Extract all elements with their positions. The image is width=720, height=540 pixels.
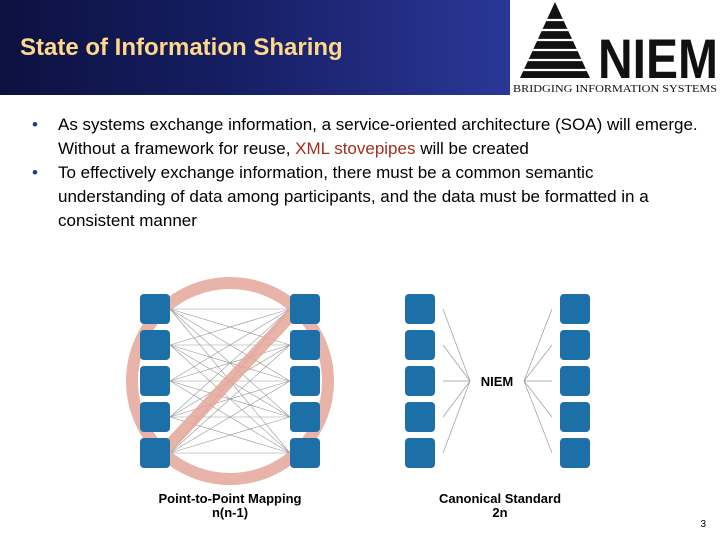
bullet-item: • As systems exchange information, a ser…: [32, 113, 702, 161]
system-node: [405, 366, 435, 396]
niem-logo: NIEM BRIDGING INFORMATION SYSTEMS: [510, 0, 720, 95]
system-node: [560, 402, 590, 432]
right-formula: 2n: [492, 505, 508, 520]
system-node: [405, 438, 435, 468]
prohibition-slash: [158, 305, 301, 457]
system-node: [560, 438, 590, 468]
system-node: [290, 330, 320, 360]
page-number: 3: [700, 519, 706, 530]
system-node: [290, 438, 320, 468]
mapping-line: [169, 308, 291, 346]
left-caption: Point-to-Point Mapping: [158, 491, 302, 506]
system-node: [560, 294, 590, 324]
left-caption-block: Point-to-Point Mapping n(n-1): [140, 492, 320, 520]
hub-line: [442, 380, 471, 418]
left-formula: n(n-1): [211, 505, 249, 520]
hub-line: [442, 344, 471, 382]
mapping-line: [169, 344, 291, 454]
mapping-diagram: NIEM: [126, 277, 590, 485]
system-nodes: [140, 294, 590, 468]
hub-lines: [442, 308, 553, 454]
system-node: [140, 402, 170, 432]
system-node: [290, 294, 320, 324]
hub-line: [523, 380, 553, 454]
system-node: [405, 294, 435, 324]
mapping-line: [169, 308, 291, 418]
hub-line: [442, 308, 471, 382]
bullet-item: • To effectively exchange information, t…: [32, 161, 702, 233]
hub-line: [523, 308, 553, 382]
mapping-line: [169, 308, 291, 382]
system-node: [405, 402, 435, 432]
mapping-line: [169, 380, 291, 454]
prohibition-sign-icon: [126, 277, 334, 485]
right-caption: Canonical Standard: [438, 491, 562, 506]
bullet-text: To effectively exchange information, the…: [58, 163, 649, 230]
hub-line: [523, 344, 553, 382]
prohibition-ring: [126, 277, 334, 485]
bullet-marker: •: [32, 163, 38, 182]
logo-tagline: BRIDGING INFORMATION SYSTEMS: [513, 84, 717, 95]
bullet-highlight: XML stovepipes: [295, 139, 416, 158]
system-node: [140, 438, 170, 468]
niem-pyramid-icon: [518, 2, 592, 78]
hub-line: [523, 380, 553, 418]
system-node: [290, 402, 320, 432]
system-node: [405, 330, 435, 360]
system-node: [140, 366, 170, 396]
system-node: [140, 330, 170, 360]
system-node: [560, 330, 590, 360]
logo-wordmark: NIEM: [598, 27, 718, 90]
bullet-marker: •: [32, 115, 38, 134]
right-caption-block: Canonical Standard 2n: [410, 492, 590, 520]
bullet-text: As systems exchange information, a servi…: [58, 115, 698, 158]
title-banner: State of Information Sharing: [0, 0, 510, 95]
mapping-line: [169, 416, 291, 454]
system-node: [140, 294, 170, 324]
hub-line: [442, 380, 471, 454]
bullet-text-end: will be created: [415, 139, 529, 158]
bullet-list: • As systems exchange information, a ser…: [32, 113, 702, 233]
system-node: [560, 366, 590, 396]
hub-label: NIEM: [481, 374, 514, 389]
system-node: [290, 366, 320, 396]
page-title: State of Information Sharing: [20, 34, 343, 61]
